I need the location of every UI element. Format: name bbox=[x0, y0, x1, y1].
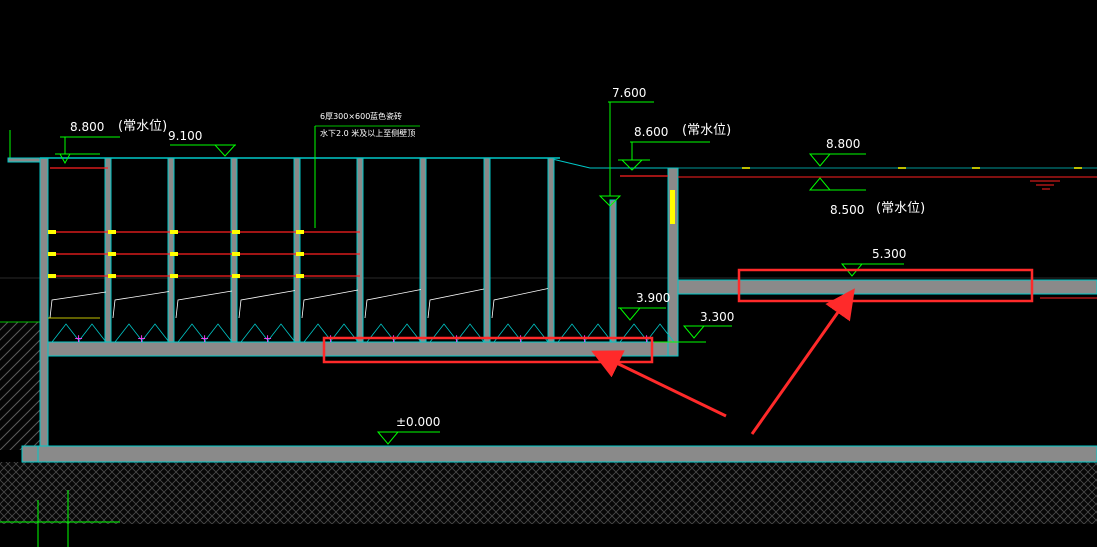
partition-column bbox=[293, 157, 301, 343]
elev-8800-left-text: 8.800 bbox=[70, 120, 104, 134]
hopper-outline bbox=[455, 323, 485, 343]
elev-8800-right-text: 8.800 bbox=[826, 137, 860, 151]
hopper-outline bbox=[519, 323, 549, 343]
left-wall-cap bbox=[7, 157, 41, 163]
partition-column bbox=[356, 157, 364, 343]
filter-slope bbox=[491, 288, 549, 319]
hopper-outline bbox=[392, 323, 422, 343]
partition-column bbox=[167, 157, 175, 343]
right-tank-wall bbox=[667, 167, 679, 357]
partition-column bbox=[230, 157, 238, 343]
filter-slope bbox=[112, 291, 170, 319]
elev-3900-text: 3.900 bbox=[636, 291, 670, 305]
pipe-joint bbox=[232, 230, 240, 234]
highlight-box-tank-base bbox=[322, 336, 654, 364]
filter-slope bbox=[301, 289, 359, 319]
partition-column bbox=[483, 157, 491, 343]
elevation-7600: 7.600 bbox=[598, 86, 654, 207]
elev-8500-text: 8.500 bbox=[830, 203, 864, 217]
arrow-to-upper-slab bbox=[750, 288, 855, 435]
bottom-slab bbox=[21, 445, 1097, 463]
tank-top-slope bbox=[547, 157, 668, 169]
hopper-marker: + bbox=[137, 332, 146, 345]
hopper-outline bbox=[114, 323, 144, 343]
water-level-right-text: (常水位) bbox=[876, 201, 925, 216]
hopper-outline bbox=[493, 323, 523, 343]
pipe-joint bbox=[108, 252, 116, 256]
filter-slope bbox=[175, 290, 233, 319]
arrow-to-tank-base bbox=[591, 350, 727, 418]
water-level-middle-text: (常水位) bbox=[682, 123, 731, 138]
pipe-joint bbox=[296, 230, 304, 234]
pipe-joint bbox=[48, 252, 56, 256]
pipe-joint bbox=[232, 252, 240, 256]
hopper-marker: + bbox=[200, 332, 209, 345]
hopper-outline bbox=[429, 323, 459, 343]
note-line2: 水下2.0 米及以上至侧壁顶 bbox=[320, 128, 415, 138]
elevation-0000: ±0.000 bbox=[376, 415, 440, 445]
elev-8600-text: 8.600 bbox=[634, 125, 668, 139]
elev-0000-text: ±0.000 bbox=[396, 415, 440, 429]
note-line1-right: 蓝色瓷砖 bbox=[370, 111, 402, 121]
pipe-joint bbox=[170, 252, 178, 256]
hopper-outline bbox=[266, 323, 296, 343]
hopper-outline bbox=[140, 323, 170, 343]
highlight-box-upper-slab bbox=[737, 268, 1034, 303]
filter-slope bbox=[49, 291, 107, 319]
hopper-outline bbox=[203, 323, 233, 343]
pipe-joint bbox=[48, 274, 56, 278]
pipe-joint bbox=[170, 274, 178, 278]
pipe-joint bbox=[48, 230, 56, 234]
elevation-9100: 9.100 bbox=[168, 129, 237, 157]
elevation-3900: 3.900 bbox=[618, 291, 670, 321]
filter-slopes bbox=[48, 288, 549, 319]
hopper-outline bbox=[583, 323, 613, 343]
pipe-joint bbox=[296, 252, 304, 256]
hopper-outline bbox=[557, 323, 587, 343]
partition-column bbox=[419, 157, 427, 343]
elev-3300-text: 3.300 bbox=[700, 310, 734, 324]
hopper-outline bbox=[240, 323, 270, 343]
soil-bottom bbox=[0, 462, 1097, 524]
hopper-outline bbox=[645, 323, 675, 343]
partition-column bbox=[609, 199, 617, 343]
hopper-marker: + bbox=[263, 332, 272, 345]
filter-slope bbox=[238, 290, 296, 319]
hopper-marker: + bbox=[74, 332, 83, 345]
left-outer-wall bbox=[39, 157, 49, 447]
partition-column bbox=[547, 157, 555, 343]
water-level-left-text: (常水位) bbox=[118, 119, 167, 134]
filter-slope bbox=[364, 289, 422, 319]
soil-left bbox=[0, 322, 40, 450]
pipe-lines bbox=[48, 230, 360, 278]
elev-9100-text: 9.100 bbox=[168, 129, 202, 143]
elevation-3300: 3.300 bbox=[654, 310, 734, 343]
partition-columns bbox=[104, 157, 617, 343]
filter-slope bbox=[427, 288, 485, 319]
hopper-outline bbox=[619, 323, 649, 343]
elevation-8800-right: 8.800 8.500 (常水位) bbox=[808, 137, 925, 217]
note-line1-left: 6厚300×600 bbox=[320, 112, 370, 121]
elevation-5300: 5.300 bbox=[840, 247, 906, 277]
hopper-outline bbox=[177, 323, 207, 343]
partition-column bbox=[104, 157, 112, 343]
pipe-joint bbox=[170, 230, 178, 234]
hopper-outline bbox=[51, 323, 81, 343]
elevation-8600: 8.600 (常水位) bbox=[618, 123, 731, 171]
pipe-joint bbox=[108, 230, 116, 234]
pipe-joint bbox=[232, 274, 240, 278]
hopper-outline bbox=[366, 323, 396, 343]
hopper-outline bbox=[329, 323, 359, 343]
elev-5300-text: 5.300 bbox=[872, 247, 906, 261]
pipe-joint bbox=[108, 274, 116, 278]
upper-slab bbox=[677, 279, 1097, 295]
elev-7600-text: 7.600 bbox=[612, 86, 646, 100]
elevation-8800-left: 8.800 (常水位) bbox=[55, 119, 167, 165]
hopper-outline bbox=[77, 323, 107, 343]
pipe-joint bbox=[296, 274, 304, 278]
wall-opening bbox=[670, 190, 675, 224]
hopper-outline bbox=[303, 323, 333, 343]
